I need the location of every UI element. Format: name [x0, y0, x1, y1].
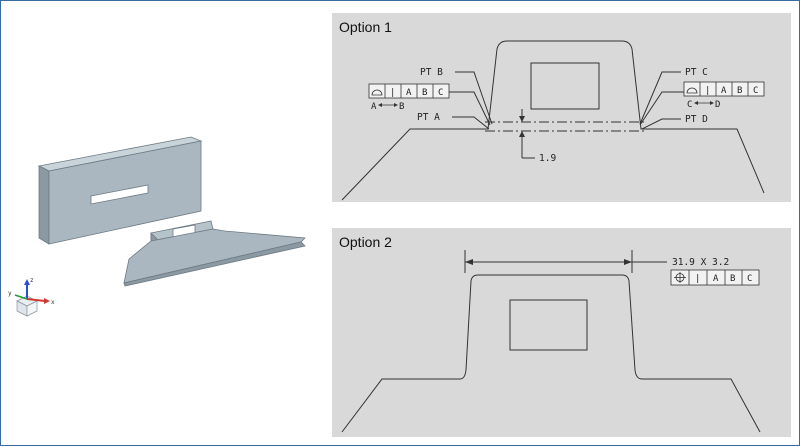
- option1-drawing: PT B PT A PT C PT D 1.9 | A B C A: [341, 40, 765, 201]
- option2-fcf-sep: |: [695, 274, 700, 284]
- position-icon: [674, 272, 686, 283]
- option2-fcf-datum-c: C: [747, 274, 752, 284]
- pt-a-label: PT A: [417, 112, 440, 123]
- fcf-left-sep: |: [390, 88, 395, 98]
- option2-fcf-datum-a: A: [713, 274, 719, 284]
- x-axis-arrow: [26, 298, 46, 302]
- option1-panel: Option 1: [332, 13, 791, 202]
- option2-drawing: 31.9 X 3.2 | A B C: [341, 250, 761, 433]
- plate-slot: [90, 184, 149, 205]
- option1-profile: [341, 40, 765, 201]
- pt-c-label: PT C: [685, 67, 708, 78]
- fcf-left-datum-a: A: [406, 88, 412, 98]
- fcf-left-datum-c: C: [438, 88, 443, 98]
- fcf-right-sep: |: [705, 86, 710, 96]
- bracket-part: [123, 220, 306, 287]
- axis-triad: z x y: [8, 277, 55, 317]
- option2-window: [509, 299, 588, 351]
- z-axis-label: z: [30, 277, 34, 284]
- x-axis-label: x: [51, 299, 55, 306]
- option1-fcf-left: | A B C A B: [368, 83, 450, 112]
- y-axis-label: y: [8, 290, 12, 297]
- fcf-right-datum-a: A: [721, 86, 727, 96]
- fcf-right-between-from: C: [687, 100, 692, 110]
- plate-part: [37, 136, 203, 245]
- fcf-right-between-to: D: [715, 100, 720, 110]
- option2-dimension: 31.9 X 3.2: [672, 257, 729, 268]
- fcf-right-datum-b: B: [737, 86, 742, 96]
- fcf-left-between-to: B: [399, 102, 404, 112]
- fcf-right-datum-c: C: [753, 86, 758, 96]
- option2-fcf: | A B C: [670, 269, 760, 286]
- option2-panel: Option 2 31.9 X 3.2: [332, 228, 791, 437]
- pt-d-label: PT D: [685, 114, 708, 125]
- model-view: z x y: [8, 136, 306, 317]
- pt-b-label: PT B: [420, 67, 443, 78]
- y-axis-arrow: [14, 294, 28, 300]
- fcf-left-between-from: A: [371, 102, 377, 112]
- option2-fcf-datum-b: B: [730, 274, 735, 284]
- profile-of-surface-icon: [686, 87, 698, 94]
- option1-fcf-right: | A B C C D: [683, 81, 765, 110]
- fcf-left-datum-b: B: [422, 88, 427, 98]
- option2-profile: [341, 274, 761, 433]
- profile-of-surface-icon: [371, 89, 383, 96]
- option2-title: Option 2: [339, 234, 392, 250]
- option1-title: Option 1: [339, 19, 392, 35]
- option1-window: [530, 62, 600, 110]
- option1-dimension: 1.9: [539, 153, 556, 164]
